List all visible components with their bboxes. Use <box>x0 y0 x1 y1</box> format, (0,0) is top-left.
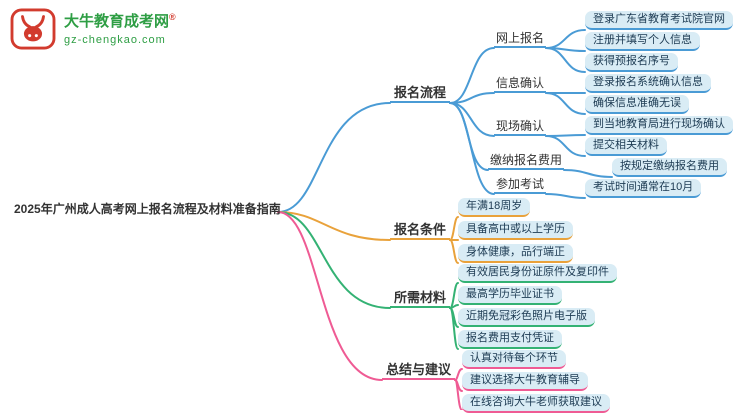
leaf-node: 登录报名系统确认信息 <box>585 74 711 93</box>
leaf-node: 按规定缴纳报名费用 <box>612 158 727 177</box>
subtopic-take-exam: 参加考试 <box>494 176 547 194</box>
branch-label-summary: 总结与建议 <box>382 361 456 380</box>
central-topic: 2025年广州成人高考网上报名流程及材料准备指南 <box>14 202 281 216</box>
leaf-node: 近期免冠彩色照片电子版 <box>458 308 595 327</box>
leaf-node: 确保信息准确无误 <box>585 95 689 114</box>
leaf-node: 认真对待每个环节 <box>462 350 566 369</box>
bull-icon <box>10 8 56 50</box>
leaf-node: 到当地教育局进行现场确认 <box>585 116 733 135</box>
site-logo: 大牛教育成考网® gz-chengkao.com <box>10 8 176 50</box>
leaf-node: 有效居民身份证原件及复印件 <box>458 264 617 283</box>
leaf-node: 获得预报名序号 <box>585 53 678 72</box>
subtopic-onsite-confirmation: 现场确认 <box>494 118 547 136</box>
brand-name-text: 大牛教育成考网 <box>64 13 170 30</box>
branch-label-registration-process: 报名流程 <box>390 84 451 103</box>
leaf-node: 身体健康，品行端正 <box>458 244 573 263</box>
branch-links-registration-process <box>277 29 613 213</box>
leaf-node: 具备高中或以上学历 <box>458 221 573 240</box>
leaf-node: 报名费用支付凭证 <box>458 330 562 349</box>
leaf-node: 登录广东省教育考试院官网 <box>585 11 733 30</box>
leaf-node: 在线咨询大牛老师获取建议 <box>462 394 610 413</box>
branch-label-requirements: 报名条件 <box>390 221 451 240</box>
branch-links-requirements <box>277 211 459 264</box>
logo-text: 大牛教育成考网® gz-chengkao.com <box>64 8 176 46</box>
brand-domain: gz-chengkao.com <box>64 34 166 46</box>
leaf-node: 建议选择大牛教育辅导 <box>462 372 588 391</box>
leaf-node: 注册并填写个人信息 <box>585 32 700 51</box>
leaf-node: 年满18周岁 <box>458 198 531 217</box>
subtopic-online-registration: 网上报名 <box>494 30 547 48</box>
registered-mark: ® <box>169 12 176 22</box>
branch-label-materials: 所需材料 <box>390 289 451 308</box>
branch-links-summary <box>277 211 463 410</box>
leaf-node: 最高学历毕业证书 <box>458 286 562 305</box>
subtopic-info-confirmation: 信息确认 <box>494 75 547 93</box>
brand-name: 大牛教育成考网® <box>64 8 176 31</box>
leaf-node: 提交相关材料 <box>585 137 667 156</box>
leaf-node: 考试时间通常在10月 <box>585 179 702 198</box>
branch-links-materials <box>277 211 459 350</box>
subtopic-pay-fee: 缴纳报名费用 <box>488 152 565 170</box>
